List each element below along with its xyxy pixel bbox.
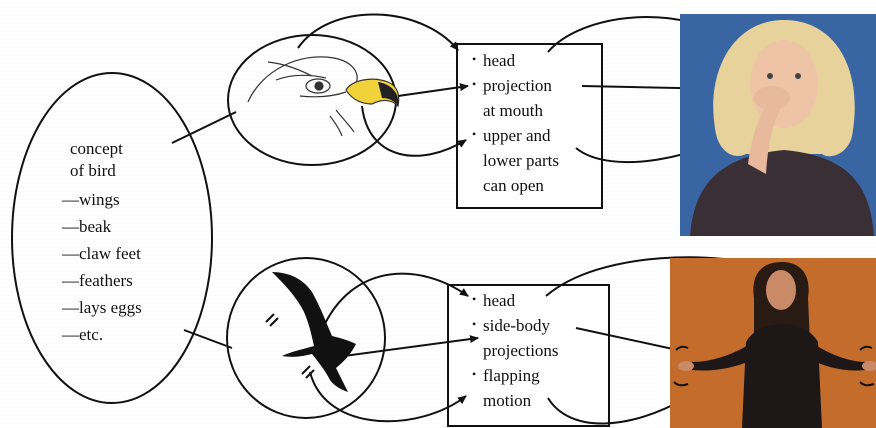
bottom-feature-projections-line1: side-body	[483, 316, 550, 335]
concept-item-feathers: feathers	[62, 267, 202, 294]
bottom-feature-flapping-line1: flapping	[483, 366, 540, 385]
arrow-head-to-feature	[298, 14, 458, 50]
concept-item-wings: wings	[62, 186, 202, 213]
bottom-signer-face	[766, 270, 796, 310]
concept-list: wings beak claw feet feathers lays eggs …	[62, 186, 202, 348]
top-feature-head: head	[474, 48, 559, 73]
top-feature-list: head projection at mouth upper and lower p…	[474, 48, 559, 198]
concept-of-bird: concept of bird wings beak claw feet fea…	[62, 138, 202, 348]
bottom-feature-flapping-line2: motion	[483, 391, 531, 410]
top-feature-projection: projection at mouth	[474, 73, 559, 123]
top-signer-face	[750, 40, 818, 128]
top-feature-head-text: head	[483, 51, 515, 70]
top-signer-photo	[680, 14, 876, 236]
bottom-feature-projections-line2: projections	[483, 341, 559, 360]
concept-item-beak: beak	[62, 213, 202, 240]
bottom-feature-flapping: flapping motion	[474, 363, 559, 413]
bird-silhouette-icon	[272, 272, 356, 392]
eagle-beak-tip-icon	[378, 82, 398, 106]
top-feature-parts-line2: lower parts	[483, 151, 559, 170]
top-feature-parts-line1: upper and	[483, 126, 551, 145]
eagle-head-icon	[248, 57, 357, 136]
bottom-signer-photo	[670, 258, 876, 428]
top-feature-parts: upper and lower parts can open	[474, 123, 559, 198]
bottom-feature-head-text: head	[483, 291, 515, 310]
concept-title-line2: of bird	[62, 160, 202, 182]
concept-title-line1: concept	[62, 138, 202, 160]
wing-motion-marks-icon	[266, 314, 314, 378]
top-feature-projection-line2: at mouth	[483, 101, 543, 120]
bottom-feature-list: head side-body projections flapping motion	[474, 288, 559, 413]
top-feature-parts-line3: can open	[483, 176, 544, 195]
bottom-signer-body	[742, 324, 822, 428]
arrow-beak-to-parts	[362, 106, 466, 156]
bottom-feature-projections: side-body projections	[474, 313, 559, 363]
arrow-bird-head-to-feature	[322, 274, 468, 330]
concept-item-etc: etc.	[62, 321, 202, 348]
concept-item-claw-feet: claw feet	[62, 240, 202, 267]
bottom-feature-head: head	[474, 288, 559, 313]
concept-item-lays-eggs: lays eggs	[62, 294, 202, 321]
bird-ellipse	[227, 258, 385, 418]
top-feature-projection-line1: projection	[483, 76, 552, 95]
